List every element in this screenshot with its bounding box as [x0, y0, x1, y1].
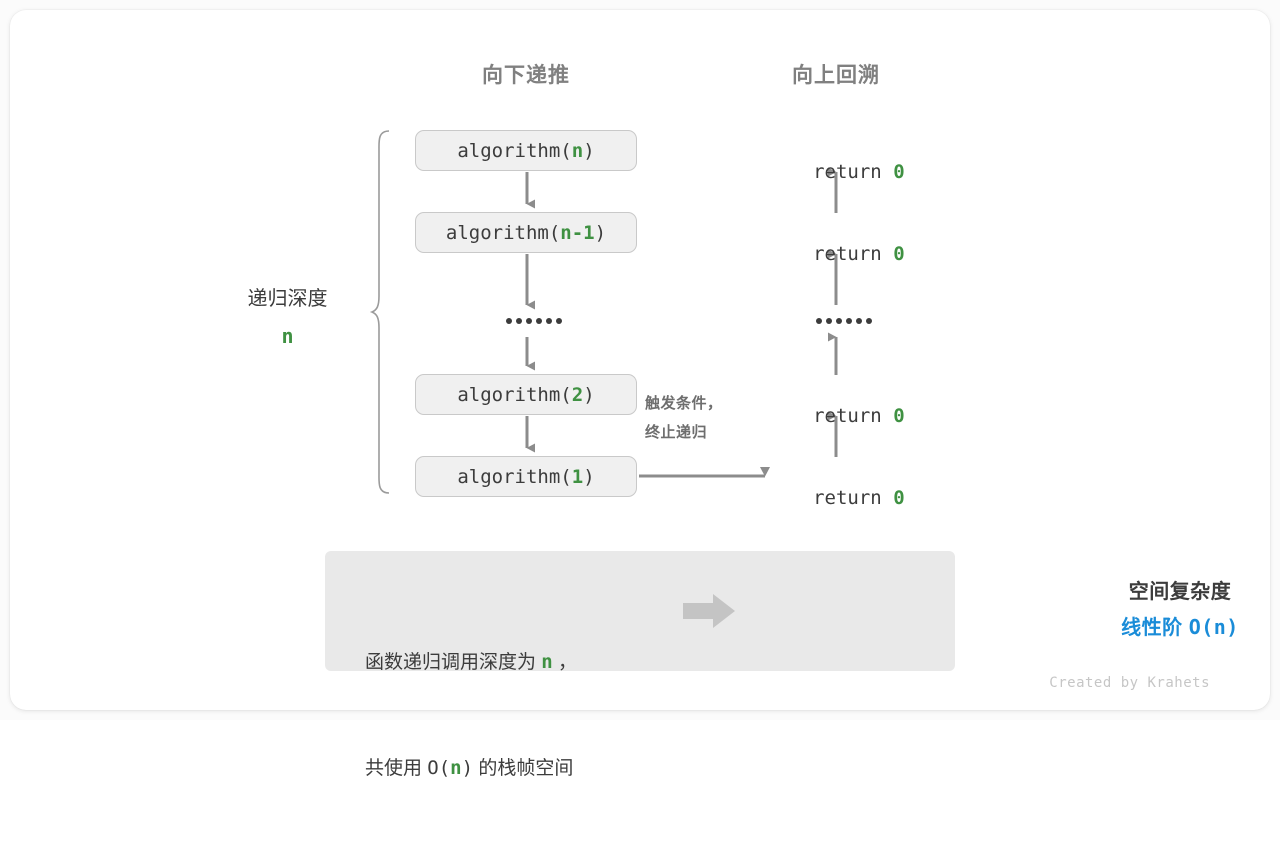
summary-description-line1: 函数递归调用深度为 n ， [365, 645, 577, 680]
depth-label-text: 递归深度 [247, 288, 328, 310]
summary-l1-n: n [541, 651, 553, 674]
summary-panel: 函数递归调用深度为 n ， 共使用 O(n) 的栈帧空间 空间复杂度 线性阶 O… [325, 551, 1238, 779]
complexity-title: 空间复杂度 [1128, 581, 1232, 603]
call-box-1[interactable]: algorithm(1) [415, 456, 637, 497]
return-value: 0 [893, 405, 905, 427]
recursion-depth-label: 递归深度 n [205, 281, 370, 356]
return-keyword: return [813, 161, 894, 183]
call-box-arg: 1 [571, 465, 584, 488]
call-box-name: algorithm( [457, 139, 572, 162]
call-box-n[interactable]: algorithm(n) [415, 130, 637, 171]
ellipsis-dot [516, 318, 522, 324]
ellipsis-dot [556, 318, 562, 324]
summary-l2-o: O( [427, 756, 451, 779]
summary-l1-b: ， [552, 652, 578, 674]
return-value: 0 [893, 161, 905, 183]
complexity-value-text: 线性阶 [1121, 617, 1189, 639]
ellipsis-dot [546, 318, 552, 324]
call-box-close: ) [583, 383, 595, 406]
summary-result: 空间复杂度 线性阶 O(n) [1075, 575, 1280, 646]
summary-l2-a: 共使用 [365, 757, 428, 779]
ellipsis-left-icon [506, 318, 562, 324]
summary-l2-c: ) [461, 756, 474, 779]
call-box-arg: n [571, 139, 584, 162]
summary-l1-a: 函数递归调用深度为 [365, 652, 542, 674]
column-header-downward: 向下递推 [482, 64, 570, 87]
return-keyword: return [813, 243, 894, 265]
ellipsis-dot [816, 318, 822, 324]
call-box-name: algorithm( [445, 221, 561, 244]
ellipsis-dot [526, 318, 532, 324]
ellipsis-dot [836, 318, 842, 324]
return-keyword: return [813, 487, 894, 509]
summary-l2-b: 的栈帧空间 [473, 757, 574, 779]
return-label-3: return 0 [736, 383, 936, 449]
call-box-n-minus-1[interactable]: algorithm(n-1) [415, 212, 637, 253]
call-box-name: algorithm( [457, 465, 572, 488]
ellipsis-dot [536, 318, 542, 324]
call-box-arg: 2 [571, 383, 584, 406]
complexity-value: 线性阶 O(n) [1075, 610, 1280, 646]
call-box-close: ) [583, 465, 595, 488]
base-case-note: 触发条件， 终止递归 [645, 389, 775, 448]
base-case-note-line1: 触发条件， [645, 395, 723, 412]
summary-description-line2: 共使用 O(n) 的栈帧空间 [365, 751, 577, 786]
return-label-1: return 0 [736, 139, 936, 205]
summary-l2-n: n [450, 756, 462, 779]
column-header-upward: 向上回溯 [792, 64, 880, 87]
right-block-arrow-icon [683, 594, 735, 628]
call-box-close: ) [594, 221, 607, 244]
credit-text: Created by Krahets [1049, 675, 1210, 691]
return-value: 0 [893, 243, 905, 265]
ellipsis-right-icon [816, 318, 872, 324]
return-value: 0 [893, 487, 905, 509]
call-box-arg: n-1 [560, 221, 595, 244]
complexity-value-notation: O(n) [1188, 615, 1239, 639]
summary-description: 函数递归调用深度为 n ， 共使用 O(n) 的栈帧空间 [365, 575, 577, 856]
ellipsis-dot [856, 318, 862, 324]
call-box-close: ) [583, 139, 595, 162]
base-case-note-line2: 终止递归 [645, 424, 708, 442]
return-keyword: return [813, 405, 894, 427]
diagram-canvas: 向下递推 向上回溯 递归深度 n algorithm(n) algorithm(… [205, 64, 1239, 779]
return-label-2: return 0 [736, 221, 936, 287]
ellipsis-dot [506, 318, 512, 324]
depth-value: n [281, 324, 294, 348]
ellipsis-dot [826, 318, 832, 324]
return-label-4: return 0 [736, 465, 936, 531]
call-box-2[interactable]: algorithm(2) [415, 374, 637, 415]
call-box-name: algorithm( [457, 383, 572, 406]
ellipsis-dot [866, 318, 872, 324]
ellipsis-dot [846, 318, 852, 324]
